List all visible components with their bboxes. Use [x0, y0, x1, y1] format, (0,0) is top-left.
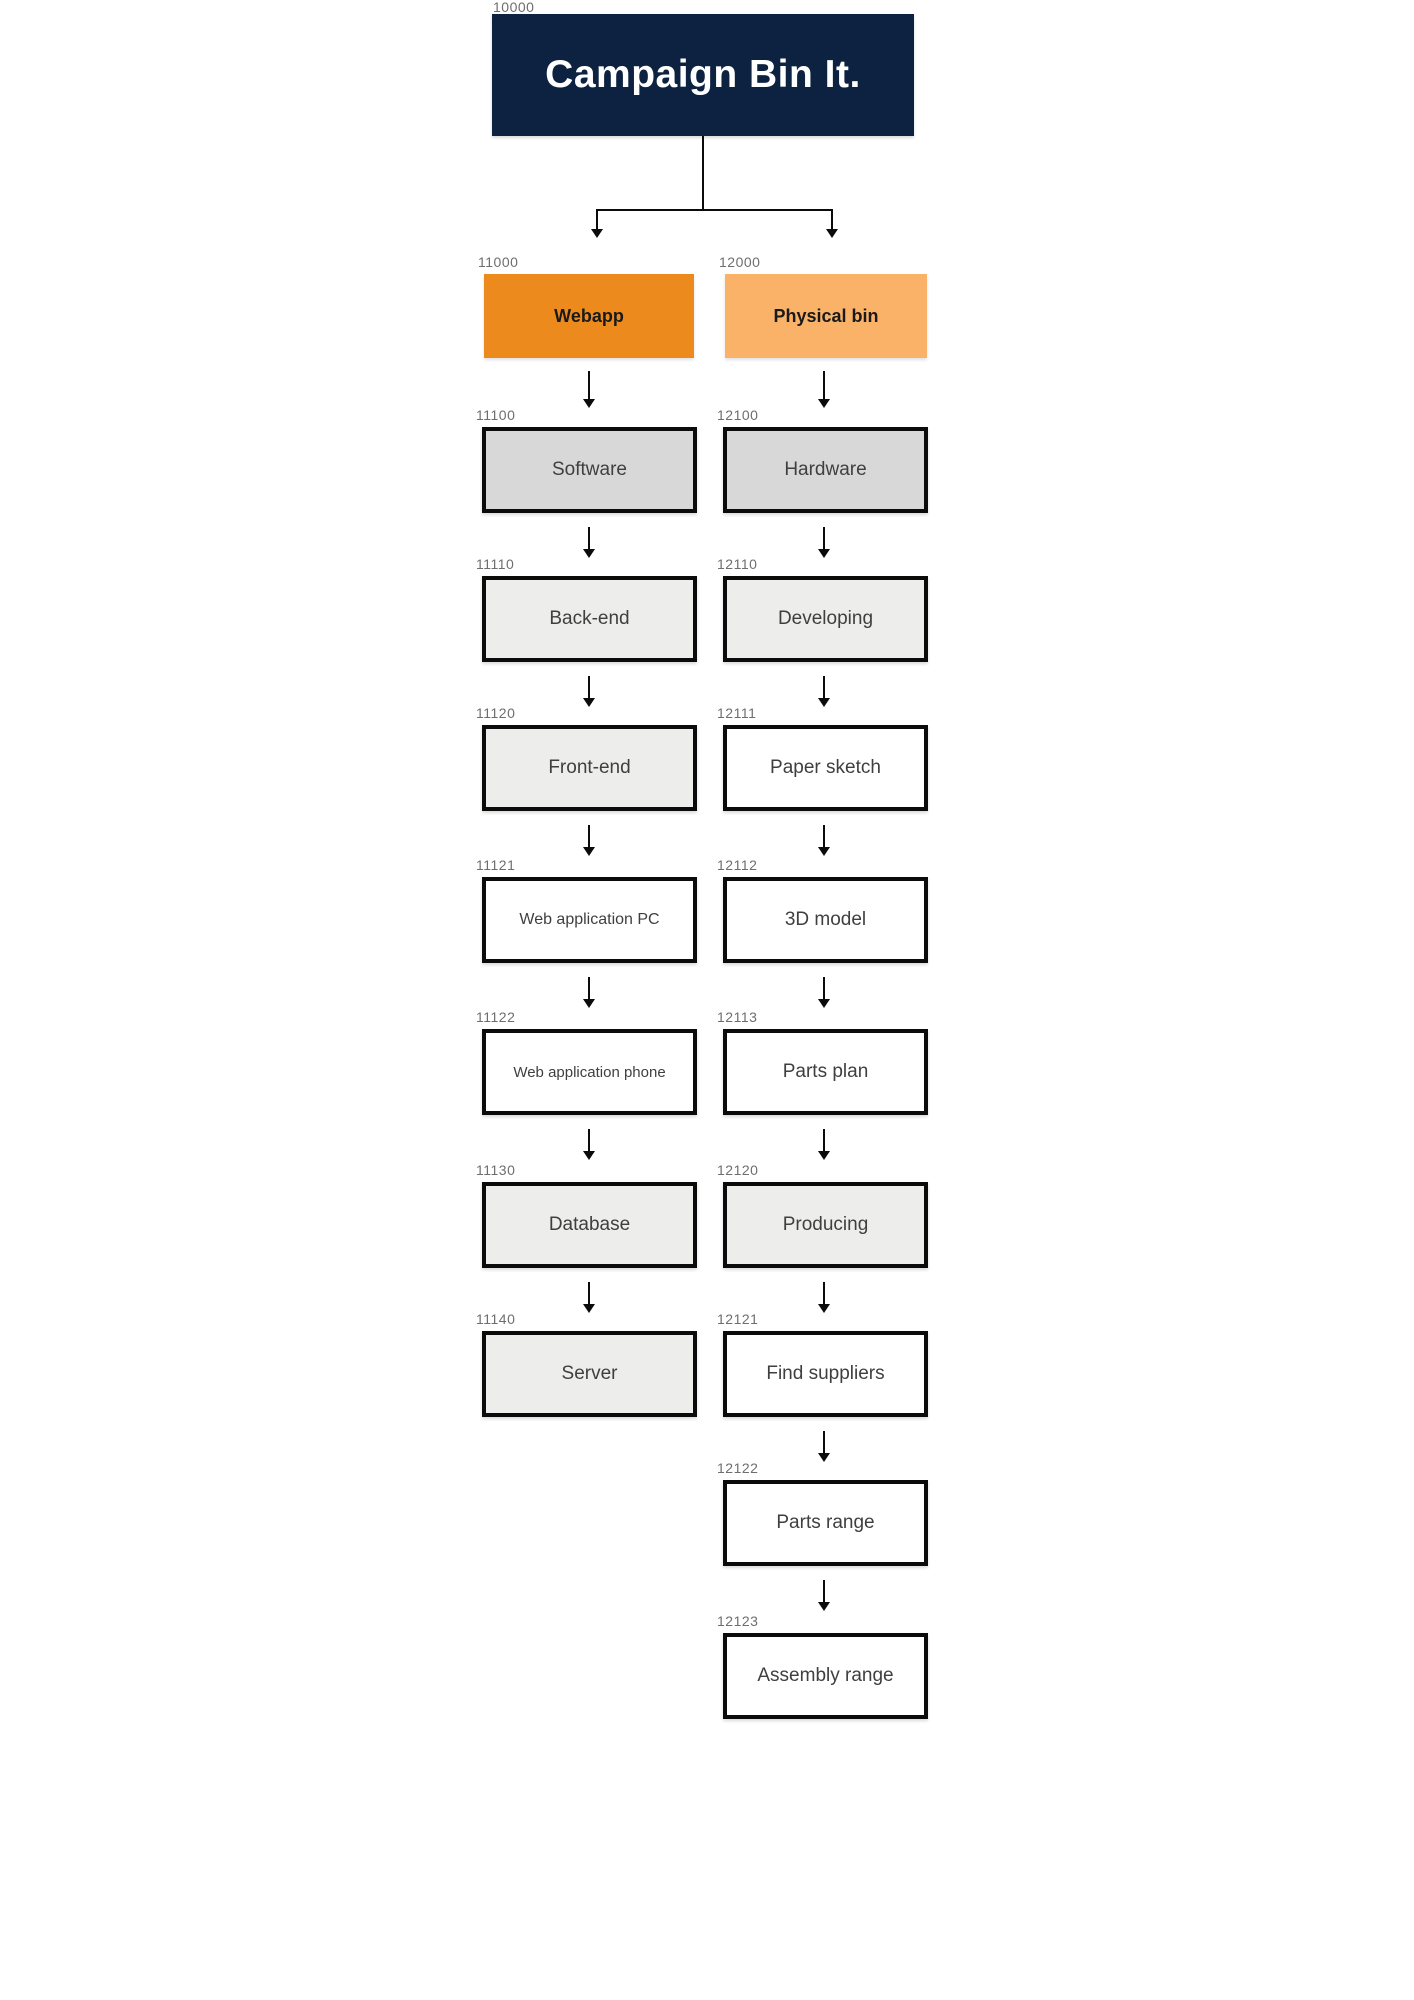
connector-stem	[702, 136, 704, 211]
node-front-end: 11120 Front-end	[476, 705, 697, 811]
node-id-label: 12100	[717, 407, 759, 423]
node-box: Web application PC	[482, 877, 697, 963]
root-title: Campaign Bin It.	[545, 53, 861, 96]
node-box: Server	[482, 1331, 697, 1417]
node-box: Back-end	[482, 576, 697, 662]
branch-label: Physical bin	[773, 305, 879, 326]
connector-arrow	[583, 371, 595, 408]
node-id-label: 12111	[717, 705, 757, 721]
node-producing: 12120 Producing	[717, 1162, 928, 1268]
node-id-label: 11121	[476, 857, 516, 873]
node-parts-plan: 12113 Parts plan	[717, 1009, 928, 1115]
connector-arrow	[818, 1282, 830, 1313]
node-server: 11140 Server	[476, 1311, 697, 1417]
node-box: Paper sketch	[723, 725, 928, 811]
node-id-label: 12120	[717, 1162, 759, 1178]
node-box: Software	[482, 427, 697, 513]
node-back-end: 11110 Back-end	[476, 556, 697, 662]
node-box: 3D model	[723, 877, 928, 963]
connector-arrow	[583, 977, 595, 1008]
node-assembly-range: 12123 Assembly range	[717, 1613, 928, 1719]
connector-arrow	[583, 1282, 595, 1313]
node-id-label: 12110	[717, 556, 758, 572]
connector-arrow	[818, 371, 830, 408]
node-id-label: 11100	[476, 407, 516, 423]
node-root: 10000 Campaign Bin It.	[492, 0, 914, 136]
node-id-label: 12122	[717, 1460, 759, 1476]
connector-arrow	[818, 977, 830, 1008]
connector-arrow	[818, 1580, 830, 1611]
connector-arrow-to-physical-bin	[826, 209, 838, 238]
node-id-label: 12112	[717, 857, 758, 873]
node-web-application-phone: 11122 Web application phone	[476, 1009, 697, 1115]
branch-box: Webapp	[484, 274, 694, 358]
connector-arrow	[583, 825, 595, 856]
connector-arrow	[818, 676, 830, 707]
node-id-label: 11122	[476, 1009, 516, 1025]
node-id-label: 10000	[493, 0, 535, 15]
node-id-label: 11000	[478, 254, 519, 270]
node-box: Developing	[723, 576, 928, 662]
node-box: Find suppliers	[723, 1331, 928, 1417]
node-parts-range: 12122 Parts range	[717, 1460, 928, 1566]
node-box: Producing	[723, 1182, 928, 1268]
connector-arrow	[818, 1431, 830, 1462]
node-id-label: 12113	[717, 1009, 758, 1025]
node-database: 11130 Database	[476, 1162, 697, 1268]
connector-branch-line	[596, 209, 833, 211]
node-box: Web application phone	[482, 1029, 697, 1115]
branch-label: Webapp	[554, 305, 624, 326]
node-software: 11100 Software	[476, 407, 697, 513]
connector-arrow	[583, 1129, 595, 1160]
node-box: Assembly range	[723, 1633, 928, 1719]
branch-box: Physical bin	[725, 274, 927, 358]
node-3d-model: 12112 3D model	[717, 857, 928, 963]
node-hardware: 12100 Hardware	[717, 407, 928, 513]
node-id-label: 12000	[719, 254, 761, 270]
node-id-label: 11140	[476, 1311, 516, 1327]
node-web-application-pc: 11121 Web application PC	[476, 857, 697, 963]
node-id-label: 12121	[717, 1311, 759, 1327]
node-id-label: 12123	[717, 1613, 759, 1629]
node-developing: 12110 Developing	[717, 556, 928, 662]
node-id-label: 11130	[476, 1162, 516, 1178]
node-box: Parts plan	[723, 1029, 928, 1115]
node-find-suppliers: 12121 Find suppliers	[717, 1311, 928, 1417]
node-id-label: 11120	[476, 705, 516, 721]
node-box: Front-end	[482, 725, 697, 811]
connector-arrow	[818, 825, 830, 856]
branch-physical-bin: 12000 Physical bin	[719, 254, 927, 358]
branch-webapp: 11000 Webapp	[478, 254, 694, 358]
node-box: Hardware	[723, 427, 928, 513]
node-id-label: 11110	[476, 556, 515, 572]
connector-arrow-to-webapp	[591, 209, 603, 238]
node-paper-sketch: 12111 Paper sketch	[717, 705, 928, 811]
connector-arrow	[818, 527, 830, 558]
node-box: Database	[482, 1182, 697, 1268]
connector-arrow	[583, 527, 595, 558]
root-box: Campaign Bin It.	[492, 14, 914, 136]
node-box: Parts range	[723, 1480, 928, 1566]
connector-arrow	[583, 676, 595, 707]
connector-arrow	[818, 1129, 830, 1160]
